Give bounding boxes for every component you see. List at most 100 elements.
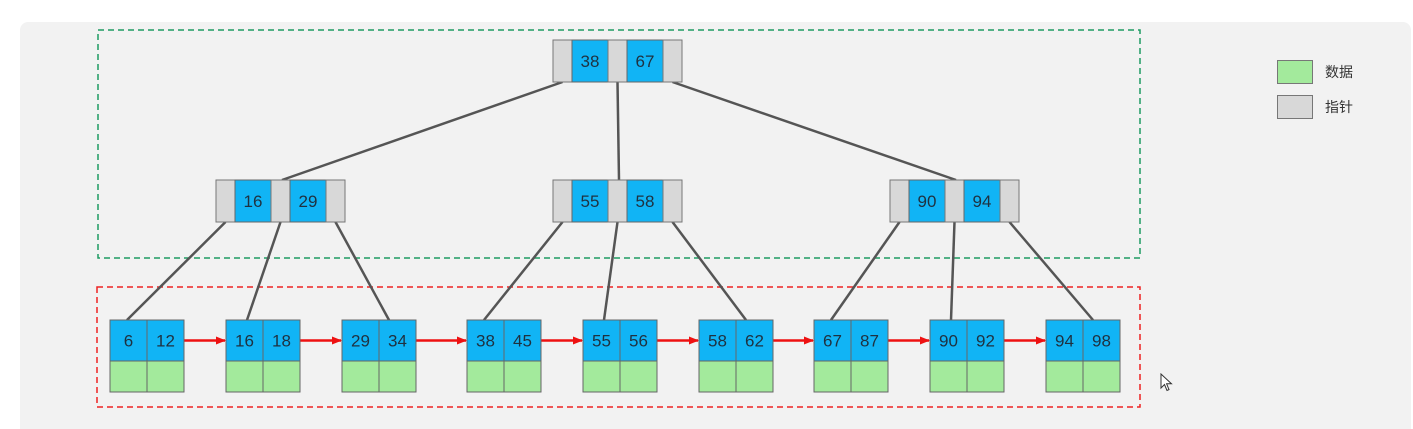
key-label: 38 (476, 332, 495, 351)
data-cell (698, 360, 737, 393)
pointer-slot (552, 39, 573, 83)
pointer-slot (607, 39, 628, 83)
key-cell (109, 319, 148, 362)
key-label: 94 (1055, 332, 1074, 351)
pointer-slot (215, 179, 236, 223)
legend-pointer-swatch (1277, 95, 1313, 119)
key-label: 58 (708, 332, 727, 351)
pointer-slot (607, 179, 628, 223)
pointer-slot (944, 179, 965, 223)
leaf-node-7: 67 87 (813, 319, 889, 393)
key-cell (571, 39, 609, 83)
tree-edge (616, 81, 621, 181)
pointer-slot (270, 179, 291, 223)
key-label: 67 (636, 52, 655, 71)
data-cell (466, 360, 505, 393)
data-cell (735, 360, 774, 393)
pointer-slot (325, 179, 346, 223)
key-label: 45 (513, 332, 532, 351)
key-cell (619, 319, 658, 362)
key-label: 62 (745, 332, 764, 351)
key-label: 90 (918, 192, 937, 211)
data-cell (341, 360, 380, 393)
legend-data-swatch (1277, 60, 1313, 84)
key-cell (966, 319, 1005, 362)
key-label: 16 (235, 332, 254, 351)
data-cell (378, 360, 417, 393)
data-cell (109, 360, 148, 393)
data-cell (225, 360, 264, 393)
key-cell (571, 179, 609, 223)
key-label: 18 (272, 332, 291, 351)
key-label: 87 (860, 332, 879, 351)
pointer-slot (662, 39, 683, 83)
legend-pointer-label: 指针 (1325, 99, 1353, 115)
data-cell (262, 360, 301, 393)
key-cell (908, 179, 946, 223)
key-label: 16 (244, 192, 263, 211)
key-cell (503, 319, 542, 362)
pointer-slot (889, 179, 910, 223)
data-cell (503, 360, 542, 393)
key-label: 90 (939, 332, 958, 351)
internal-nodes-region (97, 29, 1141, 259)
key-cell (735, 319, 774, 362)
key-label: 12 (156, 332, 175, 351)
data-cell (582, 360, 621, 393)
key-cell (1045, 319, 1084, 362)
key-label: 92 (976, 332, 995, 351)
key-label: 55 (592, 332, 611, 351)
legend-data-label: 数据 (1325, 64, 1353, 80)
key-cell (225, 319, 264, 362)
key-label: 67 (823, 332, 842, 351)
leaf-node-1: 6 12 (109, 319, 185, 393)
key-cell (929, 319, 968, 362)
leaf-node-4: 38 45 (466, 319, 542, 393)
tree-edge (483, 221, 564, 321)
tree-edge (1008, 221, 1094, 321)
key-label: 98 (1092, 332, 1111, 351)
pointer-slot (552, 179, 573, 223)
key-cell (698, 319, 737, 362)
tree-edge (671, 221, 747, 321)
legend-pointer: 指针 (1277, 94, 1353, 120)
data-cell (1045, 360, 1084, 393)
leaf-node-8: 90 92 (929, 319, 1005, 393)
leaf-node-6: 58 62 (698, 319, 774, 393)
key-label: 6 (124, 332, 133, 351)
pointer-slot (999, 179, 1020, 223)
data-cell (966, 360, 1005, 393)
key-cell (582, 319, 621, 362)
data-cell (146, 360, 185, 393)
leaf-node-3: 29 34 (341, 319, 417, 393)
key-label: 29 (351, 332, 370, 351)
tree-edge (829, 221, 901, 321)
data-cell (813, 360, 852, 393)
key-cell (262, 319, 301, 362)
data-cell (619, 360, 658, 393)
key-cell (234, 179, 272, 223)
key-cell (146, 319, 185, 362)
leaf-nodes-region (96, 286, 1141, 408)
legend-data: 数据 (1277, 59, 1353, 85)
key-label: 55 (581, 192, 600, 211)
key-label: 34 (388, 332, 407, 351)
data-cell (929, 360, 968, 393)
key-cell (1082, 319, 1121, 362)
tree-edge (126, 221, 227, 321)
tree-edge (245, 221, 282, 321)
data-cell (850, 360, 889, 393)
tree-edge (334, 221, 391, 321)
tree-edge (602, 221, 619, 321)
data-cell (1082, 360, 1121, 393)
mouse-pointer-icon (1160, 373, 1173, 392)
tree-edge (949, 221, 956, 321)
pointer-slot (662, 179, 683, 223)
